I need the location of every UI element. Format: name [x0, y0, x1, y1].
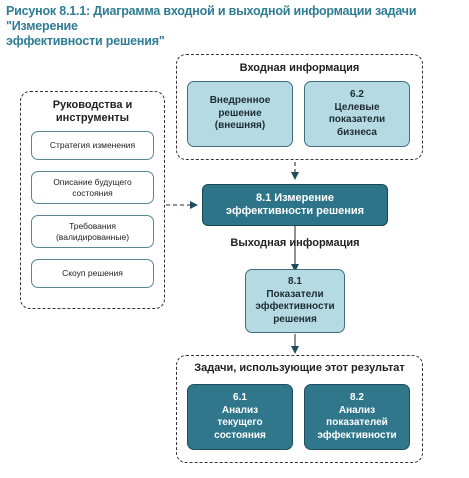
- consumer-task-line3: состояния: [214, 429, 266, 441]
- output-item-number: 8.1: [288, 276, 302, 287]
- guidelines-title-line1: Руководства и: [52, 99, 133, 111]
- output-item: 8.1 Показатели эффективности решения: [245, 269, 345, 333]
- guideline-item: Стратегия изменения: [31, 131, 154, 160]
- input-item-number: 6.2: [350, 89, 364, 100]
- consumer-task-performance-analysis: 8.2 Анализ показателей эффективности: [304, 384, 410, 450]
- guideline-item-line1: Описание будущего: [53, 176, 132, 187]
- input-item-line1: Внедренное: [209, 95, 271, 107]
- figure-title-line2: эффективности решения": [6, 34, 165, 48]
- consumer-task-number: 6.1: [233, 392, 247, 403]
- task-box: 8.1 Измерение эффективности решения: [202, 184, 388, 226]
- guideline-item: Описание будущего состояния: [31, 171, 154, 204]
- task-line2: эффективности решения: [225, 205, 365, 217]
- consumer-task-number: 8.2: [350, 392, 364, 403]
- figure-title: Рисунок 8.1.1: Диаграмма входной и выход…: [6, 4, 461, 49]
- consumer-task-line2: текущего: [217, 417, 263, 428]
- output-item-line2: эффективности: [255, 301, 335, 312]
- input-item-business-objectives: 6.2 Целевые показатели бизнеса: [304, 81, 410, 147]
- guideline-item-line1: Требования: [69, 220, 116, 231]
- input-item-line3: (внешняя): [214, 120, 266, 132]
- inputs-group: Входная информация Внедренное решение (в…: [176, 54, 423, 160]
- outputs-title: Выходная информация: [230, 237, 360, 249]
- consumer-tasks-group: Задачи, использующие этот результат 6.1 …: [176, 355, 423, 463]
- guidelines-group: Руководства и инструменты Стратегия изме…: [20, 91, 165, 309]
- consumer-task-line1: Анализ: [338, 404, 376, 416]
- input-item-line2: показатели: [328, 114, 386, 125]
- consumer-task-line3: эффективности: [317, 429, 397, 441]
- output-item-line1: Показатели: [266, 288, 324, 300]
- inputs-title: Входная информация: [239, 62, 360, 74]
- consumer-task-line1: Анализ: [221, 404, 259, 416]
- task-line1: 8.1 Измерение: [255, 192, 335, 204]
- guideline-item-line2: (валидированные): [55, 231, 130, 242]
- consumer-task-current-state: 6.1 Анализ текущего состояния: [187, 384, 293, 450]
- input-item-implemented-solution: Внедренное решение (внешняя): [187, 81, 293, 147]
- figure-title-line1: Рисунок 8.1.1: Диаграмма входной и выход…: [6, 4, 417, 33]
- guideline-item-line2: состояния: [72, 187, 113, 198]
- input-item-line1: Целевые: [334, 101, 380, 113]
- consumer-task-line2: показателей: [326, 417, 388, 428]
- output-item-line3: решения: [273, 313, 317, 325]
- guideline-item-line1: Скоуп решения: [62, 268, 123, 278]
- input-item-line3: бизнеса: [336, 126, 377, 138]
- guideline-item-line1: Стратегия изменения: [49, 140, 136, 150]
- guidelines-title: Руководства и инструменты: [21, 99, 164, 125]
- guideline-item: Требования (валидированные): [31, 215, 154, 248]
- consumers-title: Задачи, использующие этот результат: [194, 362, 405, 374]
- input-item-line2: решение: [218, 107, 262, 119]
- guidelines-title-line2: инструменты: [55, 112, 130, 124]
- guideline-item: Скоуп решения: [31, 259, 154, 288]
